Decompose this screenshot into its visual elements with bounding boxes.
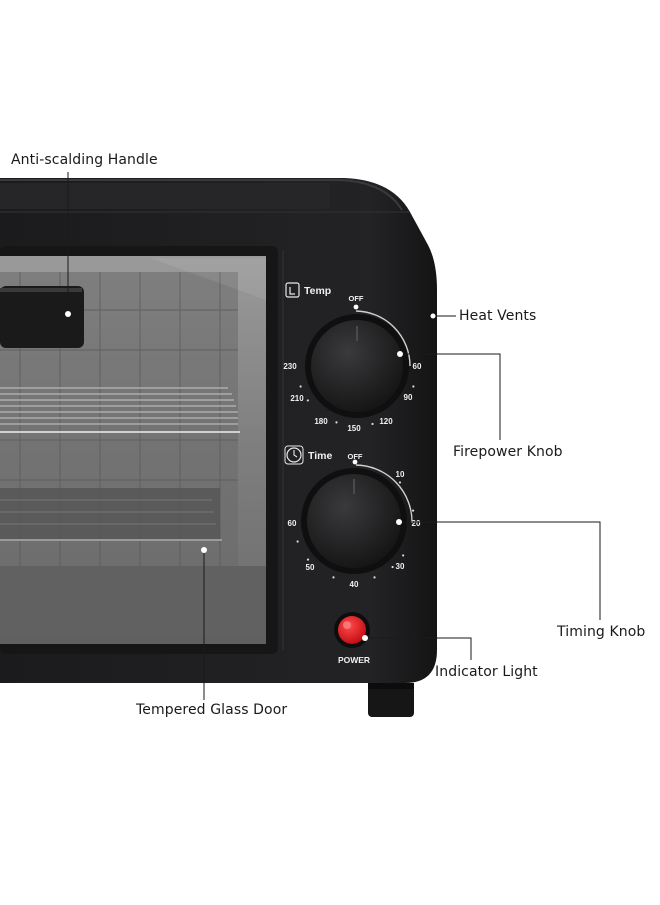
callout-dots [65, 311, 436, 641]
callout-glass-door: Tempered Glass Door [136, 702, 288, 718]
time-scale: OFF 10 20 30 40 50 60 [288, 452, 421, 589]
temp-dial: Temp OFF 60 90 120 150 180 210 230 [283, 282, 422, 433]
time-mark-10: 10 [396, 470, 405, 479]
time-mark-60: 60 [288, 519, 297, 528]
time-mark-20: 20 [412, 519, 421, 528]
power-label: POWER [338, 655, 370, 665]
indicator-light [334, 612, 370, 648]
dial-tick [296, 540, 299, 543]
timing-knob[interactable] [301, 468, 407, 574]
dial-tick [402, 554, 405, 557]
wire-rack [0, 387, 238, 425]
temp-mark-180: 180 [314, 417, 328, 426]
time-dial: Time OFF 10 20 30 40 50 60 [284, 445, 421, 589]
temp-mark-210: 210 [290, 394, 304, 403]
time-mark-off: OFF [348, 452, 363, 461]
dial-tick [335, 421, 338, 424]
oven-foot [368, 683, 414, 717]
time-mark-30: 30 [396, 562, 405, 571]
baking-tray [0, 488, 222, 541]
dial-tick [391, 565, 394, 569]
door-handle[interactable] [0, 286, 84, 348]
dial-tick [306, 399, 309, 402]
callout-firepower-knob: Firepower Knob [453, 444, 563, 460]
temp-mark-60: 60 [413, 362, 422, 371]
time-title: Time [308, 450, 332, 462]
dial-tick [412, 385, 415, 388]
temp-mark-120: 120 [379, 417, 393, 426]
callout-leaders [67, 172, 601, 700]
dial-tick [373, 576, 376, 579]
dial-tick [332, 576, 335, 579]
temp-mark-off: OFF [349, 294, 364, 303]
temp-title: Temp [304, 285, 331, 297]
temp-mark-90: 90 [404, 393, 413, 402]
dial-tick [306, 558, 310, 561]
dial-tick [299, 385, 302, 388]
dial-tick [398, 481, 402, 484]
dial-tick [411, 509, 415, 512]
temp-mark-230: 230 [283, 362, 297, 371]
time-mark-50: 50 [306, 563, 315, 572]
temp-scale: OFF 60 90 120 150 180 210 230 [283, 294, 422, 433]
callout-timing-knob: Timing Knob [557, 624, 646, 640]
callout-heat-vents: Heat Vents [459, 308, 537, 324]
dial-tick [371, 422, 374, 426]
firepower-knob[interactable] [305, 314, 409, 418]
temp-mark-150: 150 [347, 424, 361, 433]
time-mark-40: 40 [350, 580, 359, 589]
callout-handle: Anti-scalding Handle [11, 152, 158, 168]
callout-indicator-light: Indicator Light [435, 664, 538, 680]
